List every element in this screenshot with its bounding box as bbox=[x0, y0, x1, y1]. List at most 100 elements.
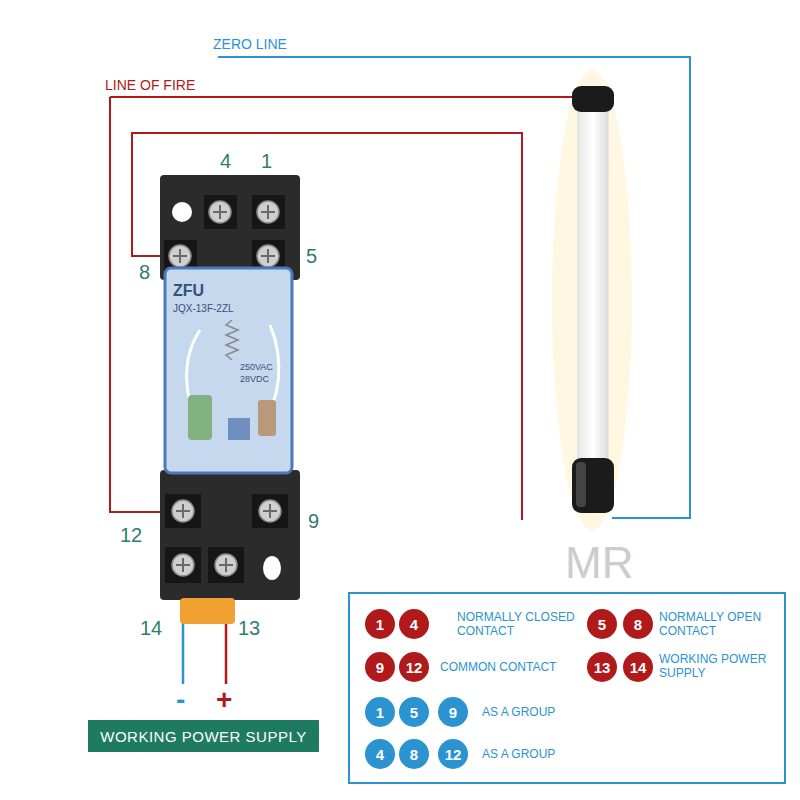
relay-spring bbox=[226, 320, 238, 360]
rating-text: 28VDC bbox=[240, 374, 269, 384]
mounting-hole bbox=[172, 202, 192, 222]
lamp-glow bbox=[552, 70, 632, 530]
terminal-screw bbox=[259, 501, 281, 523]
circle-number: 13 bbox=[594, 659, 611, 676]
terminal-number: 9 bbox=[308, 510, 319, 533]
terminal-circle: 5 bbox=[587, 609, 617, 639]
circle-number: 8 bbox=[634, 616, 642, 633]
terminal-recess bbox=[204, 195, 237, 229]
terminal-circle: 14 bbox=[623, 652, 653, 682]
socket-body bbox=[160, 470, 300, 600]
relay-armature bbox=[228, 418, 250, 440]
circle-number: 12 bbox=[445, 746, 462, 763]
circle-number: 14 bbox=[630, 659, 647, 676]
terminal-recess bbox=[208, 547, 244, 583]
model-number: JQX-13F-2ZL bbox=[173, 303, 234, 315]
live-wire bbox=[110, 97, 172, 512]
legend-panel: NORMALLY CLOSED CONTACT NORMALLY OPEN CON… bbox=[348, 592, 786, 784]
screw-slot bbox=[213, 205, 227, 219]
rating-text: 250VAC bbox=[240, 362, 273, 372]
terminal-recess bbox=[252, 195, 285, 229]
terminal-circle: 1 bbox=[365, 697, 395, 727]
terminal-circle: 8 bbox=[623, 609, 653, 639]
circle-number: 1 bbox=[376, 704, 384, 721]
power-supply-band: WORKING POWER SUPPLY bbox=[88, 720, 319, 752]
screw-slot bbox=[173, 249, 187, 263]
terminal-screws bbox=[172, 500, 281, 576]
terminal-recess bbox=[165, 547, 201, 583]
terminal-screw bbox=[215, 554, 237, 576]
terminal-number: 1 bbox=[261, 150, 272, 173]
circle-number: 9 bbox=[376, 659, 384, 676]
legend-description: NORMALLY CLOSED CONTACT bbox=[457, 610, 582, 638]
terminal-screw bbox=[209, 201, 231, 223]
lamp-cap bbox=[572, 458, 614, 513]
polarity-sign: + bbox=[216, 684, 232, 716]
circle-number: 12 bbox=[406, 659, 423, 676]
terminal-number: 13 bbox=[238, 617, 260, 640]
terminal-screw bbox=[172, 501, 194, 523]
legend-description: NORMALLY OPEN CONTACT bbox=[659, 610, 779, 638]
wire-label: LINE OF FIRE bbox=[105, 77, 195, 93]
terminal-screw bbox=[257, 201, 279, 223]
terminal-circle: 8 bbox=[399, 739, 429, 769]
screw-slot bbox=[176, 558, 190, 572]
screw-slot bbox=[261, 249, 275, 263]
socket-body bbox=[160, 175, 300, 280]
legend-description: WORKING POWER SUPPLY bbox=[659, 652, 779, 680]
terminal-circle: 13 bbox=[587, 652, 617, 682]
terminal-screw bbox=[259, 500, 281, 522]
wire-label: ZERO LINE bbox=[213, 36, 287, 52]
terminal-circle: 4 bbox=[399, 609, 429, 639]
brand-name: ZFU bbox=[173, 282, 204, 300]
screw-slot bbox=[261, 205, 275, 219]
terminal-screw bbox=[169, 245, 191, 267]
relay-cover bbox=[165, 268, 292, 473]
circle-number: 5 bbox=[598, 616, 606, 633]
circle-number: 4 bbox=[410, 616, 418, 633]
legend-description: AS A GROUP bbox=[482, 705, 622, 719]
screw-slot bbox=[176, 504, 190, 518]
relay-component bbox=[258, 400, 276, 436]
terminal-screw bbox=[172, 554, 194, 576]
terminal-recess bbox=[165, 494, 201, 528]
terminal-circle: 9 bbox=[365, 652, 395, 682]
terminal-number: 12 bbox=[120, 524, 142, 547]
terminal-screw bbox=[172, 500, 194, 522]
terminal-circle: 1 bbox=[365, 609, 395, 639]
terminal-number: 14 bbox=[140, 617, 162, 640]
screw-slot bbox=[219, 558, 233, 572]
circle-number: 8 bbox=[410, 746, 418, 763]
relay-coil bbox=[188, 395, 212, 440]
live-wire bbox=[110, 96, 574, 98]
terminal-circle: 5 bbox=[399, 697, 429, 727]
circle-number: 9 bbox=[449, 704, 457, 721]
terminal-circle: 4 bbox=[365, 739, 395, 769]
lamp-tube bbox=[578, 105, 608, 465]
terminal-screw bbox=[215, 554, 237, 576]
mounting-hole bbox=[263, 556, 281, 580]
lamp-cap-highlight bbox=[576, 462, 586, 507]
polarity-sign: - bbox=[176, 684, 185, 716]
legend-description: AS A GROUP bbox=[482, 747, 622, 761]
terminal-circle: 9 bbox=[438, 697, 468, 727]
lamp-cap bbox=[572, 86, 614, 112]
terminal-number: 5 bbox=[306, 245, 317, 268]
terminal-number: 8 bbox=[139, 261, 150, 284]
terminal-circle: 12 bbox=[438, 739, 468, 769]
terminal-screw bbox=[172, 554, 194, 576]
circle-number: 1 bbox=[376, 616, 384, 633]
circle-number: 4 bbox=[376, 746, 384, 763]
watermark: MR bbox=[565, 538, 633, 589]
legend-description: COMMON CONTACT bbox=[440, 660, 590, 674]
retaining-clip bbox=[180, 598, 235, 624]
circle-number: 5 bbox=[410, 704, 418, 721]
terminal-number: 4 bbox=[220, 150, 231, 173]
switched-wire bbox=[132, 133, 522, 520]
band-text: WORKING POWER SUPPLY bbox=[100, 728, 306, 745]
screw-slots bbox=[176, 504, 277, 572]
terminal-screw bbox=[257, 245, 279, 267]
screw-slot bbox=[263, 504, 277, 518]
terminal-circle: 12 bbox=[399, 652, 429, 682]
